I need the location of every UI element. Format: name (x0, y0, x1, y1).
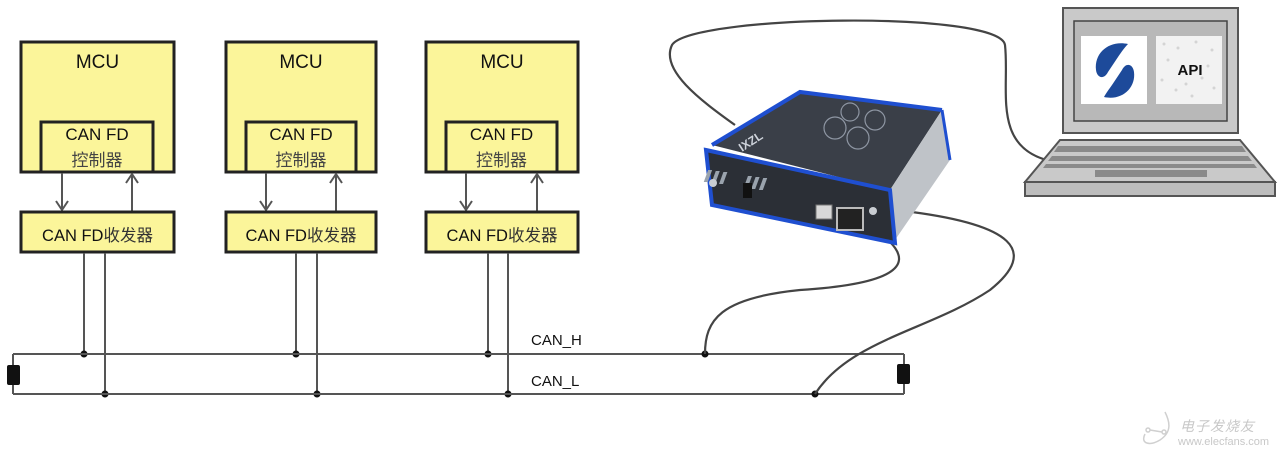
controller-box (444, 120, 559, 174)
device-screw-left (709, 179, 717, 187)
laptop-key-row-1 (1054, 146, 1246, 152)
laptop: API (1022, 7, 1278, 197)
can-bus (7, 350, 910, 398)
device-screw-right (869, 207, 877, 215)
transceiver-label: CAN FD收发器 (426, 222, 578, 246)
controller-label-line1: CAN FD (65, 125, 129, 144)
transceiver-label-suffix: 收发器 (103, 226, 153, 245)
right-termination-resistor-icon (897, 364, 910, 384)
device-leds (703, 170, 768, 190)
transceiver-box (224, 210, 378, 254)
controller-box (244, 120, 358, 174)
rx-arrowhead-icon (530, 172, 544, 184)
transceiver-label-prefix: CAN FD (42, 227, 104, 245)
can-l-cable (814, 210, 1015, 395)
watermark-text: 电子发烧友 (1180, 419, 1255, 435)
watermark-logo-icon (1143, 411, 1170, 445)
rx-arrowhead-icon (125, 172, 139, 184)
controller-label-line2: 控制器 (71, 151, 123, 171)
device-top-graphic-icon (823, 102, 886, 150)
watermark-url: www.elecfans.com (1178, 436, 1270, 448)
controller-label-line1: CAN FD (269, 125, 333, 144)
transceiver-label-suffix: 收发器 (507, 226, 558, 245)
mcu-label: MCU (480, 52, 524, 73)
transceiver-label-prefix: CAN FD (245, 227, 307, 245)
device-dip-switch-icon (743, 183, 752, 198)
cables (668, 19, 1056, 395)
controller-label-line2: 控制器 (275, 151, 327, 171)
transceiver-label: CAN FD收发器 (226, 222, 376, 246)
node-1 (19, 40, 176, 398)
controller-box (39, 120, 155, 174)
controller-label-line2: 控制器 (476, 151, 527, 171)
laptop-api-panel (1156, 36, 1222, 104)
laptop-key-row-2 (1048, 156, 1252, 161)
mcu-label: MCU (75, 52, 120, 73)
api-panel-pattern (1160, 40, 1216, 98)
transceiver-box (19, 210, 176, 254)
node-2 (224, 40, 378, 398)
node-3 (424, 40, 580, 398)
device-usb-port-icon (815, 204, 833, 220)
transceiver-box (424, 210, 580, 254)
rx-arrowhead-icon (329, 172, 343, 184)
laptop-key-row-3 (1043, 164, 1257, 168)
transceiver-label: CAN FD收发器 (21, 222, 174, 246)
device-rj45-port-icon (836, 207, 864, 231)
can-h-label: CAN_H (531, 332, 582, 349)
left-termination-resistor-icon (7, 365, 20, 385)
api-label: API (1177, 62, 1202, 79)
laptop-touchpad (1095, 170, 1207, 177)
device-front-frame-blue (703, 147, 898, 246)
tx-arrowhead-icon (55, 200, 69, 212)
can-h-cable (703, 239, 901, 355)
can-l-label: CAN_L (531, 373, 580, 390)
mcu-label: MCU (279, 52, 323, 73)
tx-arrowhead-icon (259, 200, 273, 212)
transceiver-label-prefix: CAN FD (446, 227, 508, 245)
device-top-edge-blue (710, 89, 943, 147)
can-interface-device: IXZL (703, 89, 952, 246)
device-side-edge-blue (940, 109, 952, 161)
tx-arrowhead-icon (459, 200, 473, 212)
controller-label-line1: CAN FD (469, 125, 534, 144)
device-side (890, 110, 950, 240)
s-logo-icon (1095, 43, 1135, 98)
laptop-front-edge (1024, 181, 1276, 197)
transceiver-label-suffix: 收发器 (306, 226, 357, 245)
usb-cable-to-laptop (668, 19, 1056, 164)
